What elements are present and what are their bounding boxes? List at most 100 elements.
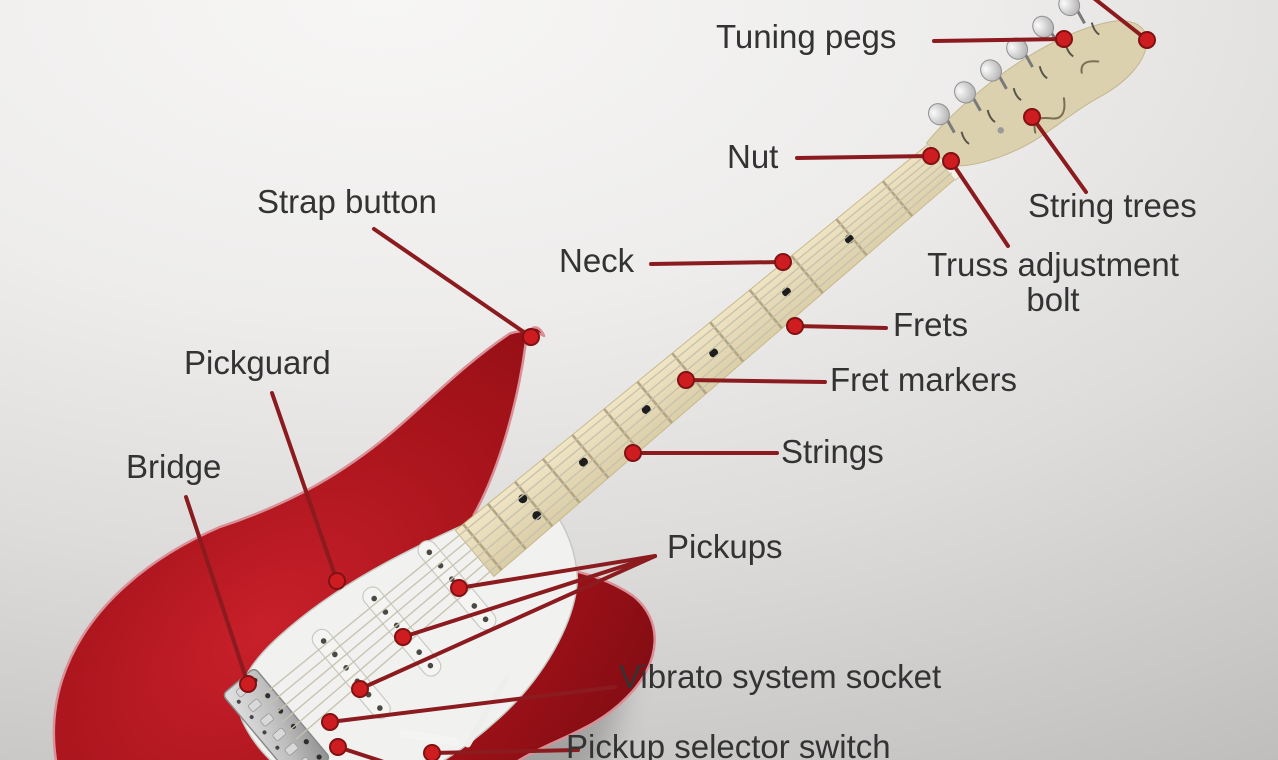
pickup-pole xyxy=(371,595,377,602)
label-tuning-pegs: Tuning pegs xyxy=(716,18,897,55)
leader-dot-pickups xyxy=(351,680,369,698)
vibrato-arm xyxy=(464,675,510,748)
fret xyxy=(748,289,783,330)
label-pickup-selector-switch: Pickup selector switch xyxy=(566,728,891,760)
leader-dot-frets xyxy=(786,317,804,335)
label-frets: Frets xyxy=(893,306,969,343)
bridge-screw xyxy=(303,739,309,745)
pickup-pole xyxy=(332,651,338,658)
bridge-screw xyxy=(262,730,267,735)
string xyxy=(267,153,937,706)
leader-line-bridge-assembly xyxy=(336,745,385,760)
label-truss-adjustment-bolt: Truss adjustment bolt xyxy=(927,246,1179,318)
leader-line-pickguard xyxy=(270,391,339,583)
pickup-pole xyxy=(471,603,478,609)
leader-dot-pickguard xyxy=(328,572,346,590)
fret xyxy=(486,503,527,550)
leader-dot-strings xyxy=(624,444,642,462)
leader-dot-nut xyxy=(922,147,940,165)
pickup-pole xyxy=(382,609,389,615)
tuning-peg xyxy=(980,59,1002,82)
leader-line-strap-button xyxy=(372,227,533,339)
bridge-saddle xyxy=(248,698,262,712)
string-post-mark xyxy=(1012,87,1022,101)
label-nut: Nut xyxy=(727,138,779,175)
leader-line-fret-markers xyxy=(684,378,827,384)
leader-dot-vibrato-system-socket xyxy=(321,713,339,731)
label-string-trees: String trees xyxy=(1028,187,1197,224)
string-post-mark xyxy=(1038,66,1048,80)
string-post-mark xyxy=(960,131,970,145)
leader-dot-pickups xyxy=(394,628,412,646)
string-tree-2 xyxy=(997,127,1004,134)
fret xyxy=(571,434,610,479)
pickup-pole xyxy=(427,662,434,669)
leader-line-pickups xyxy=(358,554,657,691)
leader-dot-bridge-assembly xyxy=(329,738,347,756)
label-neck: Neck xyxy=(559,242,635,279)
fret xyxy=(636,380,673,424)
leader-line-nut xyxy=(795,154,933,160)
leader-line-bridge xyxy=(184,495,250,686)
bridge-screw xyxy=(265,693,271,699)
leader-line-headstock-edge xyxy=(1092,0,1149,42)
fret-marker-dot xyxy=(641,404,651,414)
tuning-peg xyxy=(954,81,976,104)
leader-line-neck xyxy=(649,260,785,266)
fret xyxy=(514,480,554,527)
leader-line-pickups xyxy=(401,554,657,639)
string-post-mark xyxy=(1090,22,1100,36)
bridge-screw xyxy=(236,699,241,704)
bridge-screw xyxy=(249,715,254,720)
pickup-selector-lever xyxy=(399,729,460,746)
leader-dot-pickup-selector-switch xyxy=(423,744,441,760)
pickup-pole xyxy=(377,705,383,711)
leader-dot-headstock-edge xyxy=(1138,31,1156,49)
fret xyxy=(541,458,581,504)
pickup-pole xyxy=(416,649,422,656)
leader-line-pickups xyxy=(457,554,657,590)
string-post-mark xyxy=(986,109,996,123)
label-bridge: Bridge xyxy=(126,448,222,485)
fret xyxy=(790,255,824,294)
leader-dot-neck xyxy=(774,253,792,271)
label-vibrato-system-socket: Vibrato system socket xyxy=(619,658,942,695)
leader-dot-strap-button xyxy=(522,328,540,346)
bridge-screw xyxy=(316,754,322,760)
leader-dot-string-trees xyxy=(1023,108,1041,126)
leader-line-truss-adjustment-bolt xyxy=(949,159,1010,248)
tuning-pegs-shapes xyxy=(928,0,1100,145)
leader-line-vibrato-system-socket xyxy=(328,685,617,724)
leader-dot-truss-adjustment-bolt xyxy=(942,152,960,170)
pickup-pole xyxy=(482,616,489,623)
label-strings: Strings xyxy=(781,433,884,470)
label-fret-markers: Fret markers xyxy=(830,361,1018,398)
bridge-hardware xyxy=(223,668,330,760)
leader-dot-fret-markers xyxy=(677,371,695,389)
string xyxy=(274,158,941,715)
leader-line-string-trees xyxy=(1030,115,1088,194)
fret xyxy=(709,321,745,363)
leader-dot-tuning-pegs xyxy=(1055,30,1073,48)
bridge-screw xyxy=(275,745,280,750)
bridge-saddle xyxy=(272,727,286,741)
label-pickguard: Pickguard xyxy=(184,344,331,381)
label-pickups: Pickups xyxy=(667,528,783,565)
tuning-peg xyxy=(1058,0,1081,17)
string xyxy=(281,163,945,723)
leader-dot-pickups xyxy=(450,579,468,597)
leader-line-tuning-pegs xyxy=(932,37,1066,43)
fret-marker-dot xyxy=(578,457,588,467)
leader-line-frets xyxy=(793,324,888,330)
bridge-saddle xyxy=(260,713,274,727)
tuning-peg xyxy=(1032,15,1055,38)
tuning-peg xyxy=(928,103,950,126)
fret xyxy=(462,523,503,571)
string xyxy=(260,149,933,698)
label-strap-button: Strap button xyxy=(257,183,437,220)
pickup-pole xyxy=(320,638,327,644)
leader-line-pickup-selector-switch xyxy=(430,748,580,755)
